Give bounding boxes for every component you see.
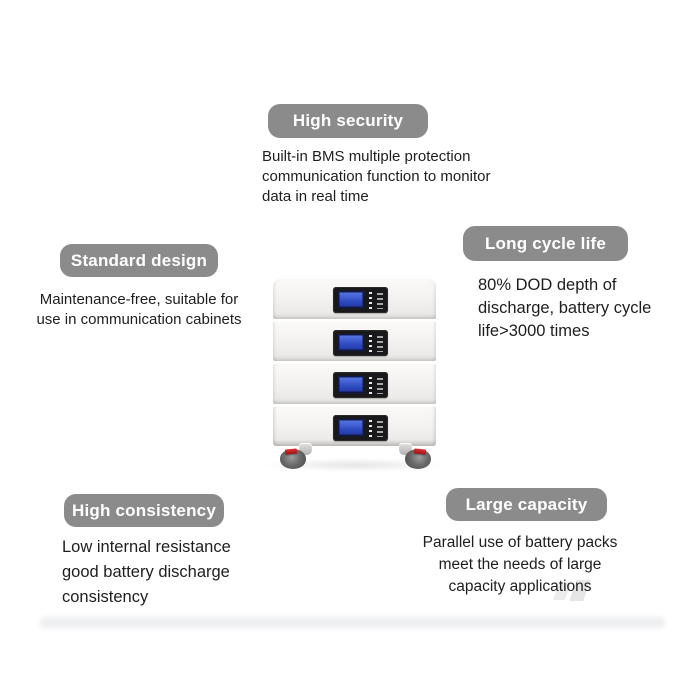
description-line: Maintenance-free, suitable for	[39, 291, 239, 308]
floor-shadow-band	[40, 614, 665, 632]
control-panel	[333, 372, 388, 398]
large-capacity-description: Parallel use of battery packs meet the n…	[404, 532, 636, 598]
high-security-pill: High security	[268, 104, 428, 138]
large-capacity-pill: Large capacity	[446, 488, 607, 521]
caster-wheel-left	[280, 443, 316, 470]
control-panel	[333, 329, 388, 356]
description-line: consistency	[62, 588, 149, 606]
lcd-screen	[338, 333, 364, 351]
description-line: Low internal resistance	[62, 538, 231, 556]
description-line: meet the needs of large	[438, 556, 602, 573]
high-consistency-description: Low internal resistance good battery dis…	[62, 535, 302, 610]
description-line: capacity applications	[448, 578, 592, 595]
battery-module	[273, 278, 436, 319]
standard-design-pill: Standard design	[60, 244, 218, 277]
lcd-screen	[338, 291, 364, 308]
caster-wheel-right	[395, 443, 431, 470]
description-line: data in real time	[262, 188, 369, 205]
indicator-leds	[369, 376, 384, 394]
indicator-leds	[369, 333, 384, 352]
description-line: good battery discharge	[62, 563, 230, 581]
description-line: discharge, battery cycle	[478, 299, 652, 317]
description-line: Built-in BMS multiple protection	[262, 148, 471, 165]
long-cycle-life-description: 80% DOD depth of discharge, battery cycl…	[478, 274, 678, 343]
lcd-screen	[338, 376, 364, 393]
battery-stack-unit	[263, 278, 447, 474]
description-line: 80% DOD depth of	[478, 276, 617, 294]
battery-cabinet	[273, 278, 436, 446]
description-line: Parallel use of battery packs	[422, 534, 618, 551]
description-line: life>3000 times	[478, 322, 590, 340]
indicator-leds	[369, 291, 384, 309]
standard-design-description: Maintenance-free, suitable for use in co…	[24, 290, 254, 330]
battery-module	[273, 320, 436, 361]
description-line: communication function to monitor	[262, 168, 491, 185]
battery-module	[273, 363, 436, 404]
control-panel	[333, 287, 388, 313]
long-cycle-life-pill: Long cycle life	[463, 226, 628, 261]
control-panel	[333, 414, 388, 441]
unit-shadow	[263, 458, 447, 472]
high-security-description: Built-in BMS multiple protection communi…	[262, 147, 522, 207]
indicator-leds	[369, 418, 384, 437]
high-consistency-pill: High consistency	[64, 494, 224, 527]
battery-module	[273, 405, 436, 446]
description-line: use in communication cabinets	[36, 311, 242, 328]
lcd-screen	[338, 418, 364, 436]
